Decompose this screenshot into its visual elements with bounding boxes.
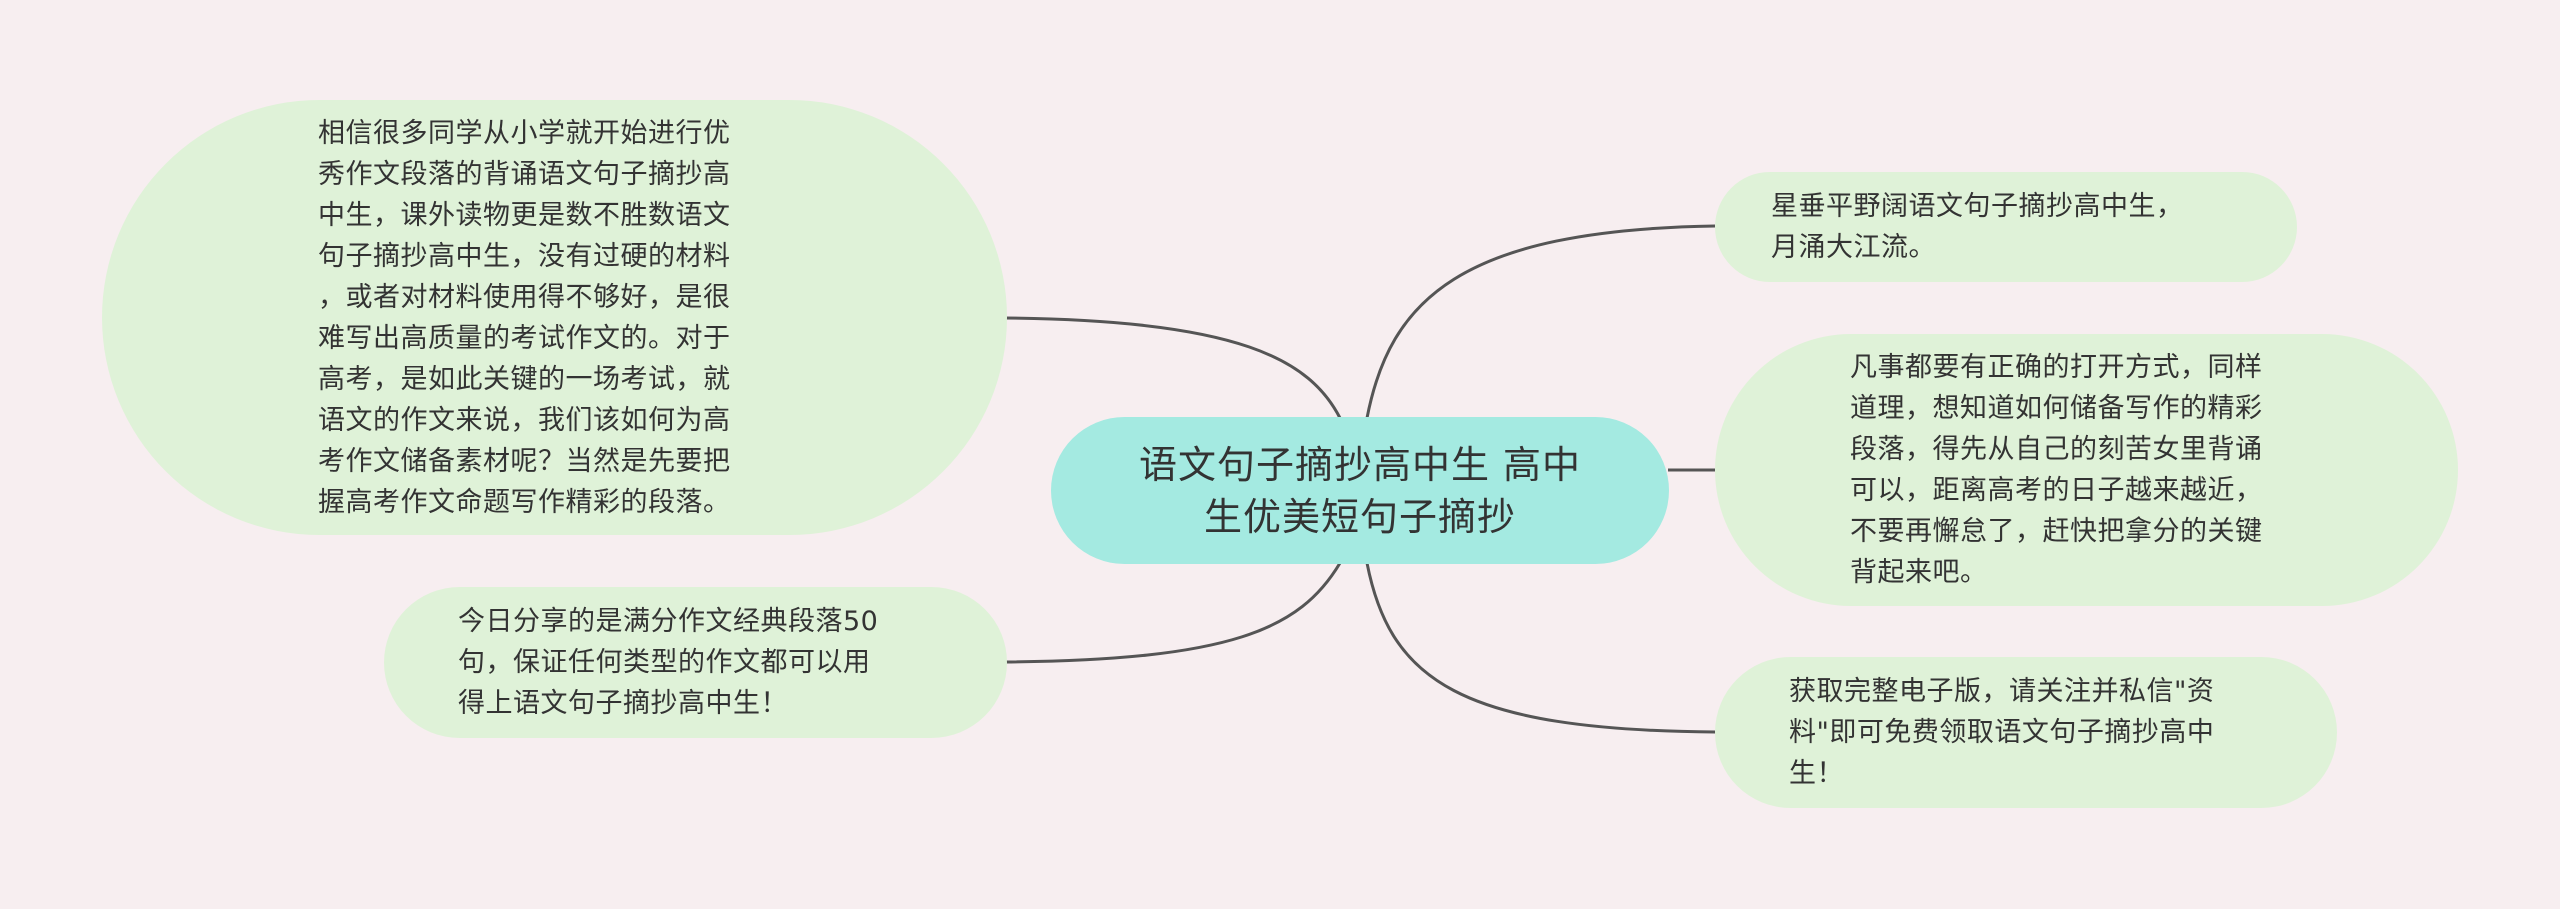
center-topic[interactable]: 语文句子摘抄高中生 高中 生优美短句子摘抄 <box>1051 417 1669 564</box>
right-node-poem[interactable]: 星垂平野阔语文句子摘抄高中生， 月涌大江流。 <box>1715 172 2297 282</box>
right-node-download[interactable]: 获取完整电子版，请关注并私信"资 料"即可免费领取语文句子摘抄高中 生！ <box>1715 657 2337 808</box>
left-node-intro[interactable]: 相信很多同学从小学就开始进行优 秀作文段落的背诵语文句子摘抄高 中生，课外读物更… <box>102 100 1007 535</box>
left-node-intro-text: 相信很多同学从小学就开始进行优 秀作文段落的背诵语文句子摘抄高 中生，课外读物更… <box>318 117 731 518</box>
right-node-advice[interactable]: 凡事都要有正确的打开方式，同样 道理，想知道如何储备写作的精彩 段落，得先从自己… <box>1715 334 2458 606</box>
center-topic-text: 语文句子摘抄高中生 高中 生优美短句子摘抄 <box>1138 442 1582 539</box>
connector-right-1 <box>1365 224 1716 419</box>
connector-left-2 <box>1004 562 1342 664</box>
left-node-share-text: 今日分享的是满分作文经典段落50 句，保证任何类型的作文都可以用 得上语文句子摘… <box>458 606 879 719</box>
left-node-share[interactable]: 今日分享的是满分作文经典段落50 句，保证任何类型的作文都可以用 得上语文句子摘… <box>384 587 1007 738</box>
right-node-download-text: 获取完整电子版，请关注并私信"资 料"即可免费领取语文句子摘抄高中 生！ <box>1789 676 2215 789</box>
connector-right-3 <box>1365 562 1716 734</box>
connector-left-1 <box>1004 316 1342 419</box>
right-node-poem-text: 星垂平野阔语文句子摘抄高中生， 月涌大江流。 <box>1771 191 2184 263</box>
right-node-advice-text: 凡事都要有正确的打开方式，同样 道理，想知道如何储备写作的精彩 段落，得先从自己… <box>1850 352 2263 588</box>
